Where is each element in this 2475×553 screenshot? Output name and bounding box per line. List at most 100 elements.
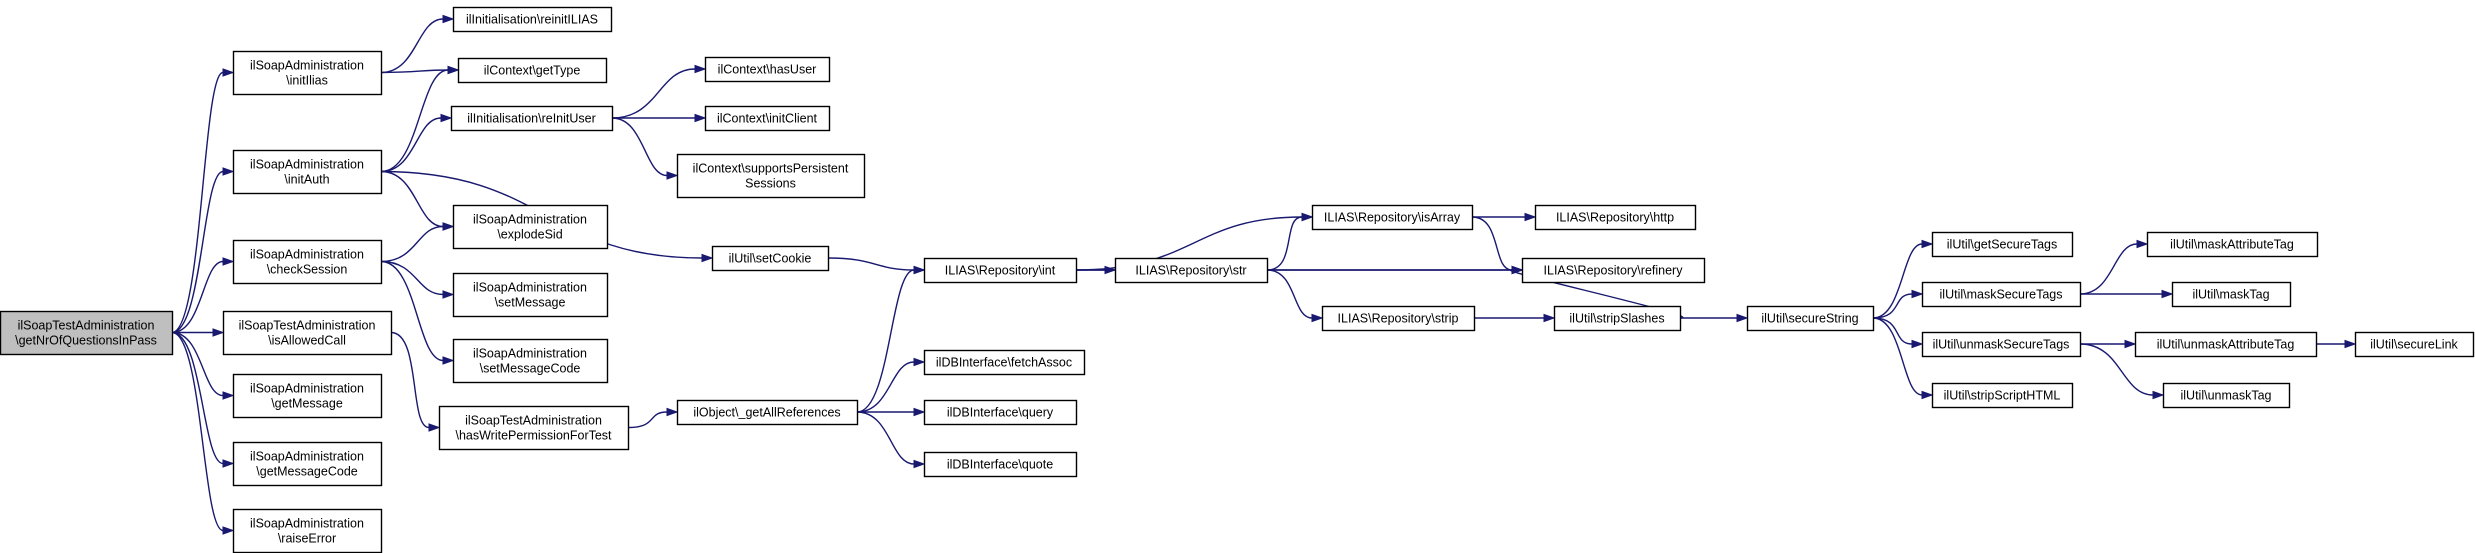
arrowhead [1524,212,1537,222]
node-label: ilSoapTestAdministration [239,319,376,333]
arrowhead [2124,339,2137,349]
node-label: \initIlias [286,74,328,88]
edge-line [1872,317,1923,396]
node-label: ILIAS\Repository\str [1135,264,1246,278]
node-has-write-permission[interactable]: ilSoapTestAdministration\hasWritePermiss… [438,405,630,451]
node-label: ilUtil\maskSecureTags [1940,288,2063,302]
node-label: ilUtil\maskTag [2192,288,2269,302]
node-re-init-user[interactable]: ilInitialisation\reInitUser [450,105,614,132]
edge-line [1266,216,1303,271]
edge-unmask-secure-tags-to-unmask-attribute-tag [2079,339,2137,349]
node-label: ilDBInterface\fetchAssoc [936,356,1072,370]
node-box [232,50,383,96]
node-label: ILIAS\Repository\isArray [1324,211,1461,225]
node-box [923,349,1086,376]
node-check-session[interactable]: ilSoapAdministration\checkSession [232,239,383,285]
node-label: ilUtil\unmaskTag [2180,389,2271,403]
edge-line [1872,317,1913,345]
edge-line [380,260,444,362]
arrowhead [222,391,235,400]
node-raise-error[interactable]: ilSoapAdministration\raiseError [232,508,383,553]
node-mask-tag[interactable]: ilUtil\maskTag [2171,281,2292,308]
node-get-message[interactable]: ilSoapAdministration\getMessage [232,373,383,419]
node-label: \getNrOfQuestionsInPass [15,334,157,348]
node-quote[interactable]: ilDBInterface\quote [923,451,1078,478]
edge-line [856,361,915,413]
node-secure-string[interactable]: ilUtil\secureString [1746,305,1875,332]
node-get-message-code[interactable]: ilSoapAdministration\getMessageCode [232,441,383,487]
node-label: ilSoapAdministration [250,382,364,396]
edge-root-to-check-session [171,257,235,334]
edge-line [1872,293,1913,319]
edge-root-to-get-message-code [171,331,235,468]
node-fetch-assoc[interactable]: ilDBInterface\fetchAssoc [923,349,1086,376]
node-box [2354,331,2475,358]
node-box [452,338,609,384]
node-box [2134,331,2318,358]
node-repo-str[interactable]: ILIAS\Repository\str [1114,257,1269,284]
node-label: ilSoapAdministration [250,517,364,531]
node-unmask-attribute-tag[interactable]: ilUtil\unmaskAttributeTag [2134,331,2318,358]
node-set-message[interactable]: ilSoapAdministration\setMessage [452,272,609,318]
node-init-ilias[interactable]: ilSoapAdministration\initIlias [232,50,383,96]
edge-get-all-references-to-quote [856,411,926,469]
edge-root-to-is-allowed-call [172,328,225,337]
node-repo-is-array[interactable]: ILIAS\Repository\isArray [1311,204,1474,231]
node-get-type[interactable]: ilContext\getType [457,57,608,84]
edge-secure-string-to-unmask-secure-tags [1872,317,1924,349]
node-get-all-references[interactable]: ilObject\_getAllReferences [676,399,859,426]
node-label: \hasWritePermissionForTest [455,429,612,443]
arrowhead [913,265,926,275]
node-label: ILIAS\Repository\refinery [1544,264,1684,278]
node-repo-refinery[interactable]: ILIAS\Repository\refinery [1521,257,1706,284]
arrowhead [222,167,235,176]
edge-repo-str-to-repo-strip [1266,269,1324,323]
node-set-message-code[interactable]: ilSoapAdministration\setMessageCode [452,338,609,384]
node-label: ilUtil\setCookie [729,252,812,266]
node-strip-slashes[interactable]: ilUtil\stripSlashes [1553,305,1682,332]
node-repo-int[interactable]: ILIAS\Repository\int [923,257,1078,284]
node-get-secure-tags[interactable]: ilUtil\getSecureTags [1931,231,2074,258]
node-repo-strip[interactable]: ILIAS\Repository\strip [1321,305,1476,332]
node-box [2171,281,2292,308]
edge-check-session-to-explode-sid [380,222,455,263]
node-is-allowed-call[interactable]: ilSoapTestAdministration\isAllowedCall [222,310,393,356]
node-label: \setMessageCode [480,362,581,376]
node-repo-http[interactable]: ILIAS\Repository\http [1534,204,1697,231]
node-root[interactable]: ilSoapTestAdministration\getNrOfQuestion… [0,310,174,356]
node-init-client[interactable]: ilContext\initClient [704,105,831,132]
node-label: ILIAS\Repository\int [945,264,1056,278]
node-reinit-ilias[interactable]: ilInitialisation\reinitILIAS [452,6,613,33]
node-box [923,257,1078,284]
node-unmask-tag[interactable]: ilUtil\unmaskTag [2162,382,2291,409]
arrowhead [440,113,453,123]
arrowhead [1736,313,1749,323]
node-label: \initAuth [284,173,329,187]
node-strip-script-html[interactable]: ilUtil\stripScriptHTML [1931,382,2074,409]
edge-secure-string-to-get-secure-tags [1872,239,1934,319]
arrowhead [913,407,926,417]
edge-line [856,269,915,413]
edge-line [380,69,449,173]
edge-unmask-attribute-tag-to-secure-link [2315,339,2357,349]
node-secure-link[interactable]: ilUtil\secureLink [2354,331,2475,358]
edge-is-allowed-call-to-has-write-permission [390,331,441,432]
node-box [452,272,609,318]
node-label: ilInitialisation\reinitILIAS [466,13,598,27]
arrowhead [212,328,225,337]
arrowhead [1543,313,1556,323]
node-box [1311,204,1474,231]
node-label: \setMessage [495,296,566,310]
node-unmask-secure-tags[interactable]: ilUtil\unmaskSecureTags [1921,331,2082,358]
node-init-auth[interactable]: ilSoapAdministration\initAuth [232,149,383,195]
node-query[interactable]: ilDBInterface\query [923,399,1078,426]
node-has-user[interactable]: ilContext\hasUser [704,56,831,83]
edge-line [827,257,915,271]
node-mask-secure-tags[interactable]: ilUtil\maskSecureTags [1921,281,2082,308]
node-mask-attribute-tag[interactable]: ilUtil\maskAttributeTag [2146,231,2319,258]
edge-unmask-secure-tags-to-unmask-tag [2079,343,2165,400]
node-explode-sid[interactable]: ilSoapAdministration\explodeSid [452,204,609,250]
node-label: ilUtil\unmaskSecureTags [1933,338,2070,352]
node-set-cookie[interactable]: ilUtil\setCookie [711,245,830,272]
